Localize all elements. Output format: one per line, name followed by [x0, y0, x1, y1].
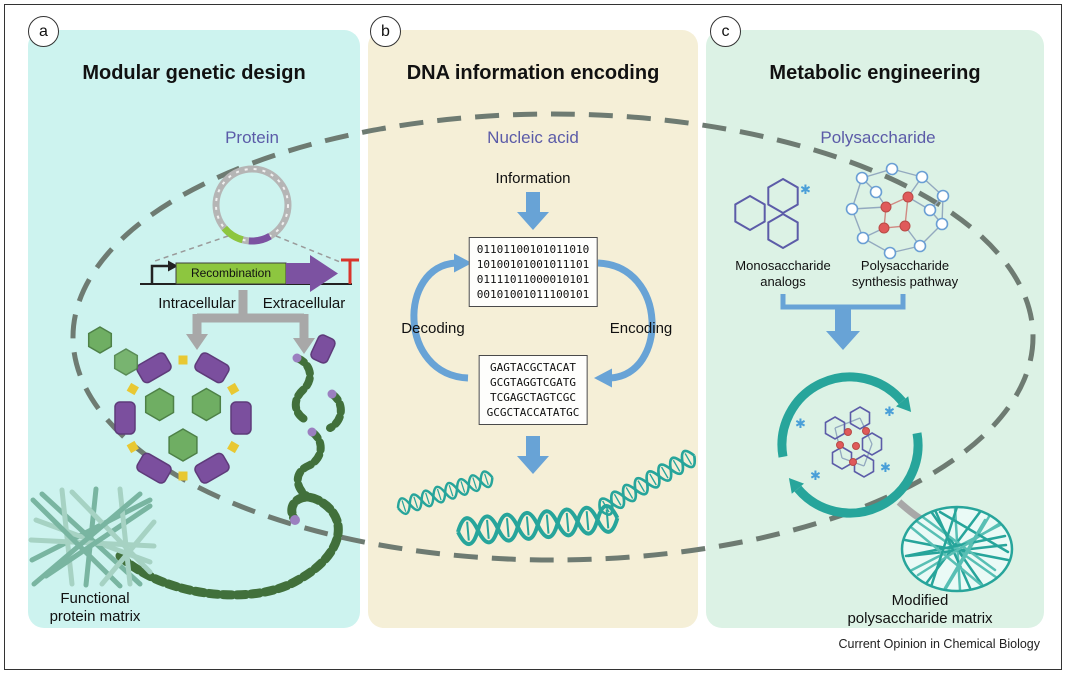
panel-a-title: Modular genetic design [82, 62, 306, 84]
protein-subtitle: Protein [225, 128, 279, 147]
polysaccharide-subtitle: Polysaccharide [820, 128, 936, 147]
information-label: Information [495, 170, 571, 187]
panel-a-background [28, 30, 360, 628]
functional-matrix-caption: Functional protein matrix [49, 590, 141, 625]
panel-c-title: Metabolic engineering [769, 62, 981, 84]
nucleic-acid-subtitle: Nucleic acid [487, 128, 579, 147]
encoding-label: Encoding [609, 320, 673, 337]
journal-credit: Current Opinion in Chemical Biology [838, 637, 1040, 651]
extracellular-label: Extracellular [262, 295, 346, 312]
panel-b-badge: b [370, 16, 401, 47]
panel-b-title: DNA information encoding [406, 62, 660, 84]
dna-sequence-box: GAGTACGCTACAT GCGTAGGTCGATG TCGAGCTAGTCG… [478, 355, 588, 425]
intracellular-label: Intracellular [158, 295, 236, 312]
panel-a-badge: a [28, 16, 59, 47]
panel-c-badge: c [710, 16, 741, 47]
recombination-label: Recombination [190, 266, 272, 280]
monosaccharide-caption: Monosaccharide analogs [735, 258, 831, 289]
decoding-label: Decoding [401, 320, 465, 337]
binary-code-box: 01101100101011010 10100101001011101 0111… [468, 237, 598, 307]
modified-matrix-caption: Modified polysaccharide matrix [847, 592, 993, 627]
panel-c-background [706, 30, 1044, 628]
pathway-caption: Polysaccharide synthesis pathway [851, 258, 959, 289]
